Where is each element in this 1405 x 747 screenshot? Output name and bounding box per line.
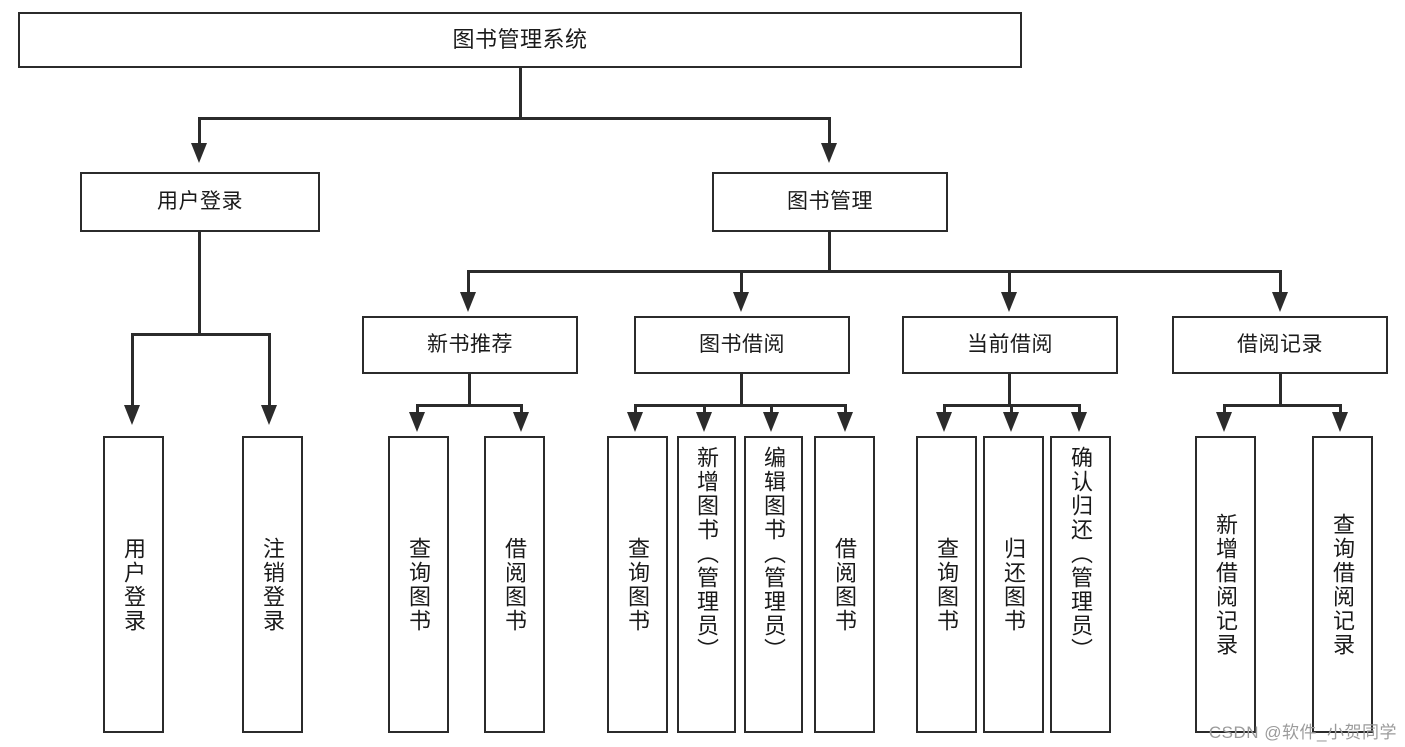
connector-root-stem (519, 68, 522, 119)
leaf-query-book-1[interactable]: 查询图书 (388, 436, 449, 733)
connector-bookborrow-3 (770, 404, 773, 416)
csdn-watermark: CSDN @软件_小贺同学 (1208, 723, 1397, 742)
arrowhead-bookmanage (821, 143, 837, 163)
node-label: 图书借阅 (699, 333, 785, 357)
node-book-borrow[interactable]: 图书借阅 (634, 316, 850, 374)
connector-bookborrow-2 (703, 404, 706, 416)
connector-currentborrow-1 (943, 404, 946, 416)
connector-borrowrecord-l (1223, 404, 1226, 416)
connector-to-newbookrec (467, 270, 470, 294)
node-label: 借阅记录 (1237, 333, 1323, 357)
connector-newbookrec-stem (468, 374, 471, 406)
leaf-add-book[interactable]: 新增图书（管理员） (677, 436, 736, 733)
arrowhead-leaf-query-book-3 (936, 412, 952, 432)
node-current-borrow[interactable]: 当前借阅 (902, 316, 1118, 374)
leaf-logout[interactable]: 注销登录 (242, 436, 303, 733)
connector-borrowrecord-bus (1223, 404, 1342, 407)
node-label: 查询图书 (934, 536, 960, 633)
arrowhead-userlogin (191, 143, 207, 163)
node-label: 归还图书 (1001, 536, 1027, 633)
connector-to-currentborrow (1008, 270, 1011, 294)
node-label: 图书管理 (787, 190, 873, 214)
node-label: 新书推荐 (427, 333, 513, 357)
leaf-return-book[interactable]: 归还图书 (983, 436, 1044, 733)
arrowhead-leaf-query-book-1 (409, 412, 425, 432)
leaf-query-book-3[interactable]: 查询图书 (916, 436, 977, 733)
connector-borrowrecord-r (1339, 404, 1342, 416)
connector-userlogin-right (268, 333, 271, 407)
leaf-user-login[interactable]: 用户登录 (103, 436, 164, 733)
node-label: 借阅图书 (502, 536, 528, 633)
arrowhead-currentborrow (1001, 292, 1017, 312)
node-label: 借阅图书 (832, 536, 858, 633)
leaf-confirm-return[interactable]: 确认归还（管理员） (1050, 436, 1111, 733)
node-label: 用户登录 (157, 190, 243, 214)
connector-newbookrec-bus (416, 404, 523, 407)
arrowhead-leaf-logout (261, 405, 277, 425)
arrowhead-borrowrecord (1272, 292, 1288, 312)
leaf-borrow-book-2[interactable]: 借阅图书 (814, 436, 875, 733)
connector-bookborrow-4 (844, 404, 847, 416)
arrowhead-leaf-add-book (696, 412, 712, 432)
connector-userlogin-left (131, 333, 134, 407)
node-root-system[interactable]: 图书管理系统 (18, 12, 1022, 68)
node-label: 图书管理系统 (452, 26, 588, 52)
arrowhead-leaf-add-record (1216, 412, 1232, 432)
arrowhead-leaf-user-login (124, 405, 140, 425)
connector-bookborrow-1 (634, 404, 637, 416)
node-label: 当前借阅 (967, 333, 1053, 357)
connector-userlogin-bus (131, 333, 271, 336)
connector-currentborrow-3 (1078, 404, 1081, 416)
arrowhead-leaf-edit-book (763, 412, 779, 432)
node-borrow-record[interactable]: 借阅记录 (1172, 316, 1388, 374)
node-book-manage[interactable]: 图书管理 (712, 172, 948, 232)
leaf-edit-book[interactable]: 编辑图书（管理员） (744, 436, 803, 733)
leaf-query-book-2[interactable]: 查询图书 (607, 436, 668, 733)
connector-bookmanage-bus (467, 270, 1282, 273)
arrowhead-leaf-query-book-2 (627, 412, 643, 432)
connector-newbookrec-r (520, 404, 523, 416)
connector-newbookrec-l (416, 404, 419, 416)
node-label: 新增借阅记录 (1213, 512, 1239, 657)
node-label: 注销登录 (260, 536, 286, 633)
connector-currentborrow-2 (1010, 404, 1013, 416)
connector-root-to-userlogin (198, 117, 201, 145)
connector-userlogin-stem (198, 232, 201, 335)
node-new-book-recommend[interactable]: 新书推荐 (362, 316, 578, 374)
arrowhead-newbookrec (460, 292, 476, 312)
node-user-login[interactable]: 用户登录 (80, 172, 320, 232)
connector-bookmanage-stem (828, 232, 831, 272)
connector-to-bookborrow (740, 270, 743, 294)
leaf-query-record[interactable]: 查询借阅记录 (1312, 436, 1373, 733)
node-label: 查询图书 (406, 536, 432, 633)
connector-to-borrowrecord (1279, 270, 1282, 294)
connector-currentborrow-stem (1008, 374, 1011, 406)
leaf-borrow-book-1[interactable]: 借阅图书 (484, 436, 545, 733)
leaf-add-record[interactable]: 新增借阅记录 (1195, 436, 1256, 733)
node-label: 用户登录 (121, 536, 147, 633)
arrowhead-leaf-query-record (1332, 412, 1348, 432)
arrowhead-leaf-return-book (1003, 412, 1019, 432)
arrowhead-leaf-confirm-return (1071, 412, 1087, 432)
arrowhead-bookborrow (733, 292, 749, 312)
node-label: 查询借阅记录 (1330, 512, 1356, 657)
connector-root-to-bookmanage (828, 117, 831, 145)
node-label: 编辑图书（管理员） (761, 446, 787, 662)
connector-bookborrow-stem (740, 374, 743, 406)
node-label: 确认归还（管理员） (1068, 446, 1094, 662)
arrowhead-leaf-borrow-book-1 (513, 412, 529, 432)
arrowhead-leaf-borrow-book-2 (837, 412, 853, 432)
connector-root-bus (198, 117, 831, 120)
connector-borrowrecord-stem (1279, 374, 1282, 406)
connector-bookborrow-bus (634, 404, 847, 407)
node-label: 查询图书 (625, 536, 651, 633)
node-label: 新增图书（管理员） (694, 446, 720, 662)
